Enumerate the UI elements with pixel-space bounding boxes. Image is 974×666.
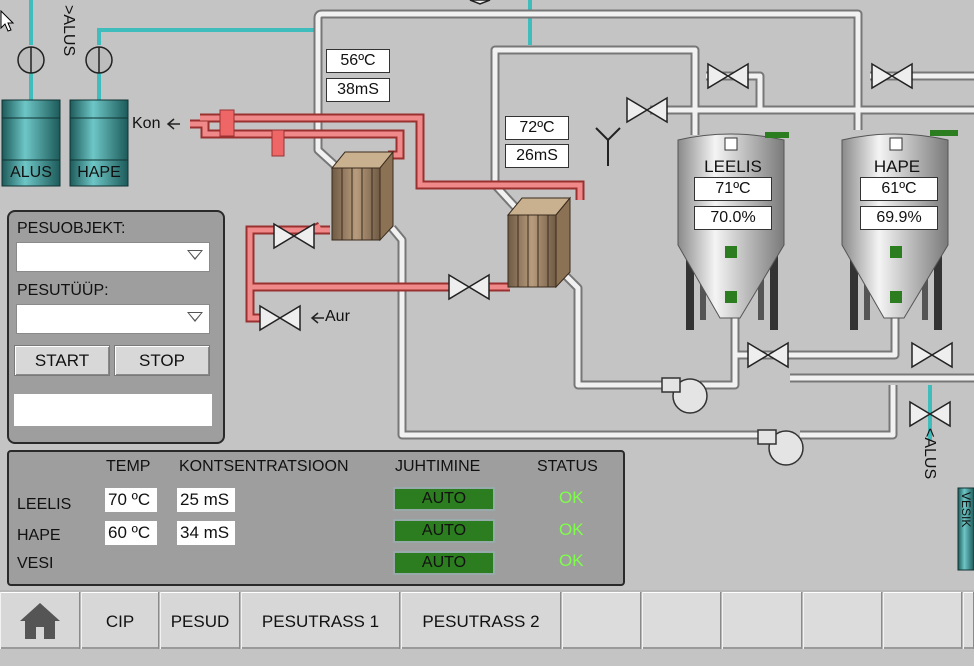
drum-hape-label: HAPE — [77, 164, 121, 181]
row-leelis-auto-button[interactable]: AUTO — [393, 487, 495, 511]
tab-pesutrass-1[interactable]: PESUTRASS 1 — [241, 592, 400, 649]
home-button[interactable] — [0, 592, 80, 649]
tab-empty-6[interactable] — [963, 592, 974, 649]
mouse-cursor-icon — [0, 10, 14, 32]
wash-type-label: PESUTÜÜP: — [17, 282, 109, 299]
tab-empty-1[interactable] — [562, 592, 641, 649]
header-control: JUHTIMINE — [395, 458, 481, 475]
chemical-status-panel: TEMP KONTSENTRATSIOON JUHTIMINE STATUS L… — [7, 450, 625, 586]
tab-pesutrass-2[interactable]: PESUTRASS 2 — [401, 592, 561, 649]
vesi-drum — [957, 487, 974, 571]
row-hape-temp: 60 ºC — [105, 521, 157, 545]
pump-alus — [17, 46, 45, 74]
wash-type-dropdown[interactable] — [16, 304, 210, 334]
header-status: STATUS — [537, 458, 598, 475]
chevron-down-icon — [187, 312, 203, 322]
pump-return-1 — [661, 377, 708, 414]
tab-empty-3[interactable] — [722, 592, 802, 649]
row-leelis-temp: 70 ºC — [105, 488, 157, 512]
row-hape-auto-button[interactable]: AUTO — [393, 519, 495, 543]
drain-icon — [595, 127, 621, 166]
tank-leelis-temp: 71ºC — [694, 177, 772, 201]
header-temp: TEMP — [106, 458, 151, 475]
row-vesi-auto-button[interactable]: AUTO — [393, 551, 495, 575]
water-pipes — [29, 0, 932, 440]
pump-hape — [85, 46, 113, 74]
tank-leelis-label: LEELIS — [704, 157, 762, 176]
wash-message-field — [14, 394, 212, 426]
row-hape-status: OK — [559, 520, 584, 539]
tab-pesud[interactable]: PESUD — [160, 592, 240, 649]
wash-object-dropdown[interactable] — [16, 242, 210, 272]
home-icon — [20, 603, 60, 639]
row-hape-conc: 34 mS — [177, 521, 235, 545]
process-pipes — [313, 9, 974, 440]
row-vesi-name: VESI — [17, 555, 54, 572]
start-button[interactable]: START — [14, 345, 110, 376]
heat-exchanger-1 — [330, 150, 395, 242]
drum-hape — [69, 99, 129, 187]
aur-label: Aur — [325, 308, 350, 325]
hx1-conductivity-value: 38mS — [326, 78, 390, 102]
drum-alus — [1, 99, 61, 187]
alus-bottom-label: <ALUS — [921, 428, 938, 480]
tank-leelis-level: 70.0% — [694, 206, 772, 230]
tank-hape-level: 69.9% — [860, 206, 938, 230]
row-leelis-status: OK — [559, 488, 584, 507]
tab-cip[interactable]: CIP — [81, 592, 159, 649]
tab-empty-5[interactable] — [883, 592, 962, 649]
wash-control-panel: PESUOBJEKT: PESUTÜÜP: START STOP — [7, 210, 225, 444]
tank-hape-temp: 61ºC — [860, 177, 938, 201]
hx1-temp-value: 56ºC — [326, 49, 390, 73]
chevron-down-icon — [187, 250, 203, 260]
row-leelis-conc: 25 mS — [177, 488, 235, 512]
row-leelis-name: LEELIS — [17, 496, 72, 513]
row-hape-name: HAPE — [17, 527, 61, 544]
drum-alus-label: ALUS — [10, 164, 52, 181]
tank-hape-label: HAPE — [873, 157, 921, 176]
kon-label: Kon — [132, 115, 161, 132]
header-concentration: KONTSENTRATSIOON — [179, 458, 349, 475]
heat-exchanger-2 — [506, 196, 572, 289]
hx2-conductivity-value: 26mS — [505, 144, 569, 168]
valves — [259, 0, 953, 428]
tab-empty-4[interactable] — [803, 592, 882, 649]
wash-object-label: PESUOBJEKT: — [17, 220, 126, 237]
tab-empty-2[interactable] — [642, 592, 721, 649]
alus-top-label: >ALUS — [60, 5, 77, 57]
process-diagram — [1, 0, 974, 571]
row-vesi-status: OK — [559, 551, 584, 570]
pump-return-2 — [757, 429, 804, 466]
hx2-temp-value: 72ºC — [505, 116, 569, 140]
vesi-side-label: VESIK — [959, 492, 973, 528]
stop-button[interactable]: STOP — [114, 345, 210, 376]
